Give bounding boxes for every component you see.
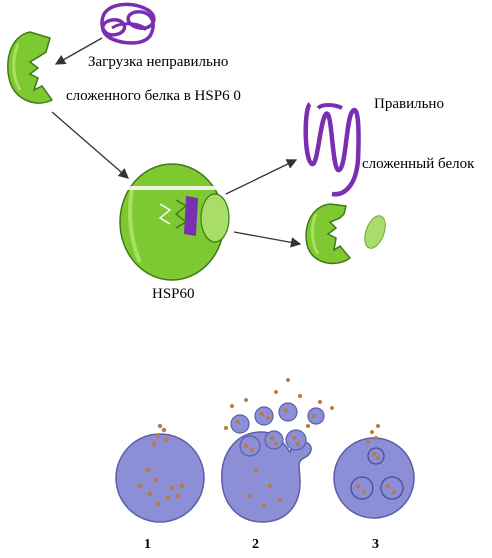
arrow-load [54, 37, 103, 65]
stage-number-1: 1 [144, 537, 151, 552]
cell-3 [333, 424, 415, 519]
chaperonin-lid [364, 215, 386, 249]
stage-number-3: 3 [372, 537, 379, 552]
arrow-release [225, 159, 298, 195]
label-hsp60: HSP60 [152, 286, 195, 302]
chaperonin-hsp60 [119, 163, 230, 281]
chaperonin-open-left [7, 31, 54, 104]
folded-protein [303, 102, 361, 197]
misfolded-protein [100, 2, 156, 45]
stage-number-2: 2 [252, 537, 259, 552]
label-folded-line2: сложенный белок [362, 156, 475, 172]
arrow-to-hsp60 [51, 111, 129, 179]
cell-1 [115, 423, 205, 523]
label-loading: Загрузка неправильно [88, 54, 228, 70]
arrow-dissociate [233, 231, 302, 248]
label-loading-line2: сложенного белка в HSP6 0 [66, 88, 241, 104]
chaperonin-open-right [305, 203, 352, 265]
cell-2 [221, 378, 334, 523]
label-folded: Правильно [374, 96, 444, 112]
